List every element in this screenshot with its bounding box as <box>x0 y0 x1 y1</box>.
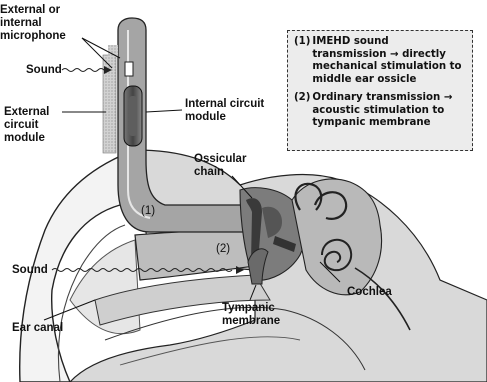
label-sound-bottom: Sound <box>12 264 48 277</box>
label-path-1: (1) <box>141 205 155 218</box>
legend-item-2-text: Ordinary transmission → acoustic stimula… <box>312 92 466 130</box>
legend-item-1: (1) IMEHD sound transmission → directly … <box>294 36 466 86</box>
sound-wave-top <box>62 69 104 72</box>
legend-box: (1) IMEHD sound transmission → directly … <box>287 30 473 151</box>
legend-item-1-number: (1) <box>294 36 310 86</box>
label-external-microphone: External or internal microphone <box>0 4 88 43</box>
legend-item-2-number: (2) <box>294 92 310 130</box>
label-ossicular-chain: Ossicular chain <box>194 153 264 179</box>
microphone <box>125 62 133 76</box>
label-external-circuit-module: External circuit module <box>4 106 66 145</box>
label-ear-canal: Ear canal <box>12 322 63 335</box>
label-sound-top: Sound <box>26 64 62 77</box>
legend-item-2: (2) Ordinary transmission → acoustic sti… <box>294 92 466 130</box>
legend-item-1-text: IMEHD sound transmission → directly mech… <box>312 36 466 86</box>
module-core <box>129 96 137 136</box>
label-internal-circuit-module: Internal circuit module <box>185 98 285 124</box>
external-module-top <box>108 45 118 57</box>
label-tympanic-membrane: Tympanic membrane <box>222 302 294 328</box>
label-path-2: (2) <box>216 243 230 256</box>
label-cochlea: Cochlea <box>347 286 392 299</box>
